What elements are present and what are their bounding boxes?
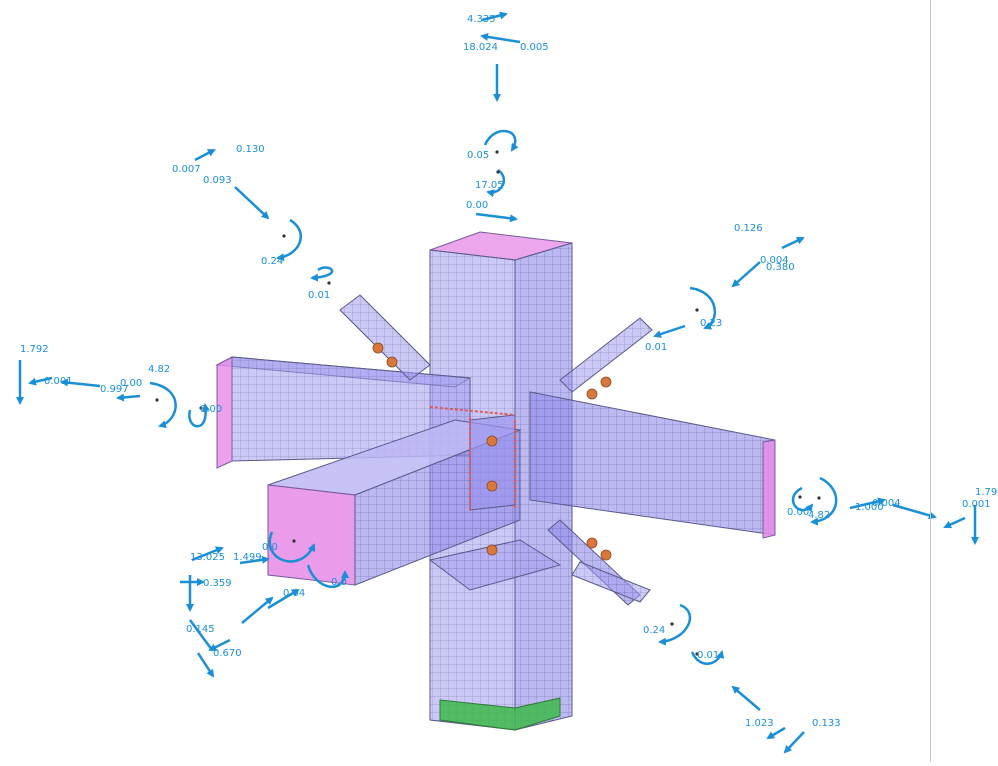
label-lr-m2: 0.01 xyxy=(697,650,719,661)
label-ll-e: 0.670 xyxy=(213,648,242,659)
label-ur-m2: 0.01 xyxy=(645,342,667,353)
label-r-m2: 4.82 xyxy=(808,510,830,521)
label-l-m2: 0.00 xyxy=(200,404,222,415)
label-ul-c: 0.093 xyxy=(203,175,232,186)
label-ll-c: 0.359 xyxy=(203,578,232,589)
label-ur-c: 0.380 xyxy=(766,262,795,273)
label-lr-a: 1.023 xyxy=(745,718,774,729)
label-l-c: 0.997 xyxy=(100,384,129,395)
label-top-c: 0.005 xyxy=(520,42,549,53)
label-l-m1: 4.82 xyxy=(148,364,170,375)
label-ur-b: 0.004 xyxy=(760,255,789,266)
label-lr-b: 0.133 xyxy=(812,718,841,729)
label-l-d: 0.00 xyxy=(120,378,142,389)
label-ul-b: 0.007 xyxy=(172,164,201,175)
label-ll-b: 1.499 xyxy=(233,552,262,563)
label-ll-m1: 0.0 xyxy=(262,542,278,553)
label-r-d: 0.001 xyxy=(962,499,991,510)
label-l-a: 1.792 xyxy=(20,344,49,355)
connection-plates[interactable] xyxy=(428,406,562,591)
brace-upper-right xyxy=(559,317,653,393)
label-ll-m3: 0.04 xyxy=(283,588,305,599)
label-ul-m2: 0.01 xyxy=(308,290,330,301)
label-r-c: 1.79 xyxy=(975,487,997,498)
diagonal-braces[interactable] xyxy=(339,294,653,606)
label-top-b: 18.024 xyxy=(463,42,498,53)
weld-line xyxy=(429,406,516,416)
load-value-labels: 4.335 18.024 0.005 0.05 17.05 0.00 0.130… xyxy=(20,14,997,729)
panel-divider[interactable] xyxy=(930,0,931,762)
base-plate xyxy=(439,697,561,731)
label-lr-m1: 0.24 xyxy=(643,625,665,636)
label-ll-m2: 0.0 xyxy=(331,577,347,588)
label-top-m1: 0.05 xyxy=(467,150,489,161)
label-ur-a: 0.126 xyxy=(734,223,763,234)
label-top-a: 4.335 xyxy=(467,14,496,25)
bolts[interactable] xyxy=(372,342,612,561)
label-ul-a: 0.130 xyxy=(236,144,265,155)
label-l-b: 0.001 xyxy=(44,376,73,387)
label-r-a: 1.000 xyxy=(855,502,884,513)
brace-upper-left xyxy=(339,294,431,381)
right-beam-member[interactable] xyxy=(529,391,776,539)
label-top-m2: 17.05 xyxy=(475,180,504,191)
label-ll-a: 13.025 xyxy=(190,552,225,563)
load-arrows xyxy=(16,11,979,754)
label-r-b: 0.004 xyxy=(872,498,901,509)
label-ul-m1: 0.24 xyxy=(261,256,283,267)
label-r-m1: 0.00 xyxy=(787,507,809,518)
steel-joint-model[interactable] xyxy=(215,231,776,731)
moment-centers xyxy=(155,150,821,656)
label-top-m3: 0.00 xyxy=(466,200,488,211)
label-ll-d: 0.145 xyxy=(186,624,215,635)
label-ur-m1: 0.23 xyxy=(700,318,722,329)
